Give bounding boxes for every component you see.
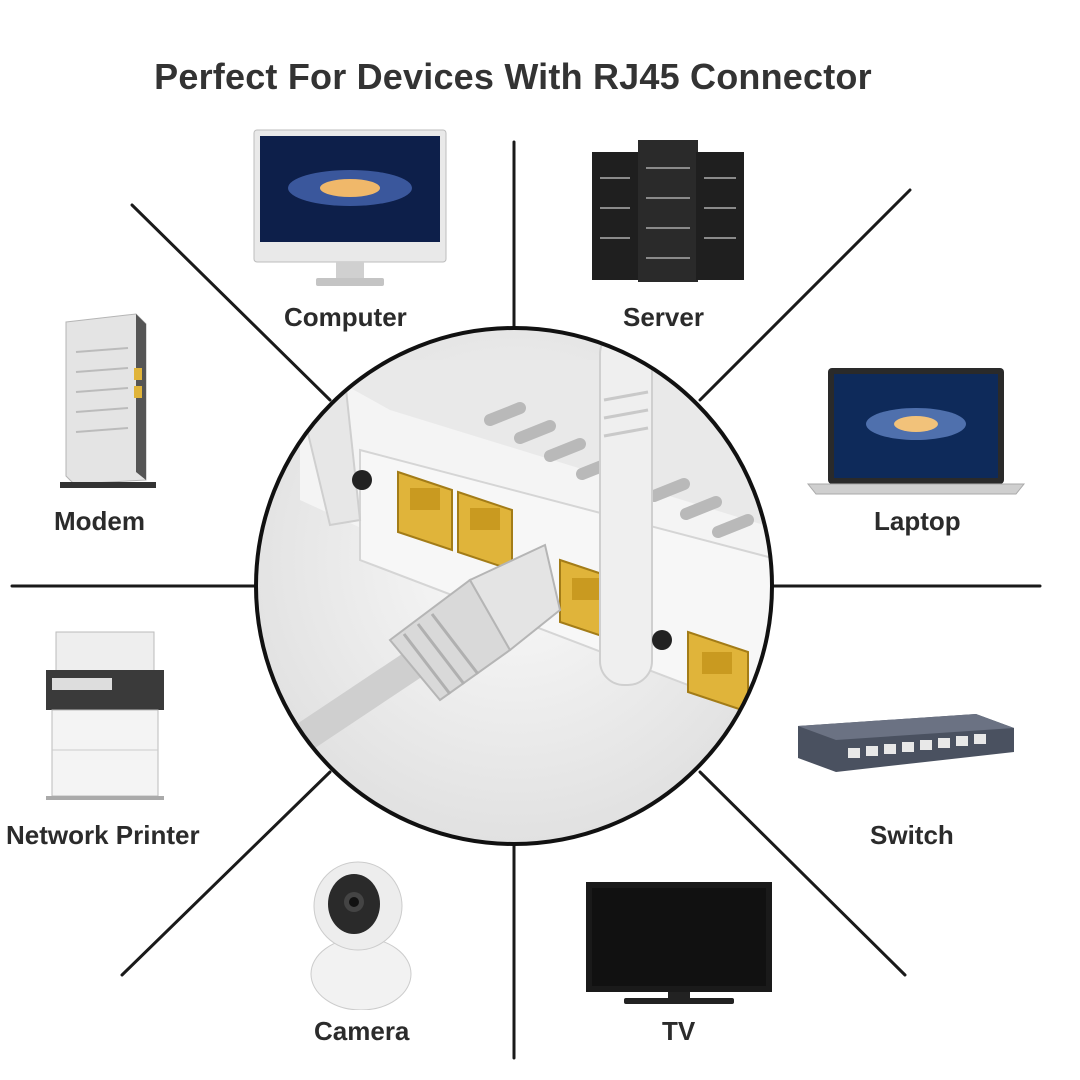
device-label-modem: Modem	[54, 506, 145, 536]
divider-line	[120, 770, 332, 977]
laptop-icon	[806, 368, 1026, 495]
page-title: Perfect For Devices With RJ45 Connector	[154, 56, 872, 97]
switch-icon	[798, 714, 1014, 772]
divider-line	[698, 188, 912, 402]
device-label-laptop: Laptop	[874, 506, 961, 536]
printer-icon	[46, 631, 164, 800]
divider-line	[130, 203, 332, 402]
divider-line	[698, 770, 907, 977]
computer-icon	[253, 129, 447, 286]
device-label-server: Server	[623, 302, 704, 332]
device-label-camera: Camera	[314, 1016, 410, 1046]
device-label-computer: Computer	[284, 302, 407, 332]
server-icon	[592, 140, 744, 282]
device-label-switch: Switch	[870, 820, 954, 850]
camera-icon	[310, 861, 412, 1010]
device-label-tv: TV	[662, 1016, 696, 1046]
tv-icon	[586, 882, 772, 1004]
modem-icon	[60, 313, 156, 488]
device-label-network-printer: Network Printer	[6, 820, 200, 850]
